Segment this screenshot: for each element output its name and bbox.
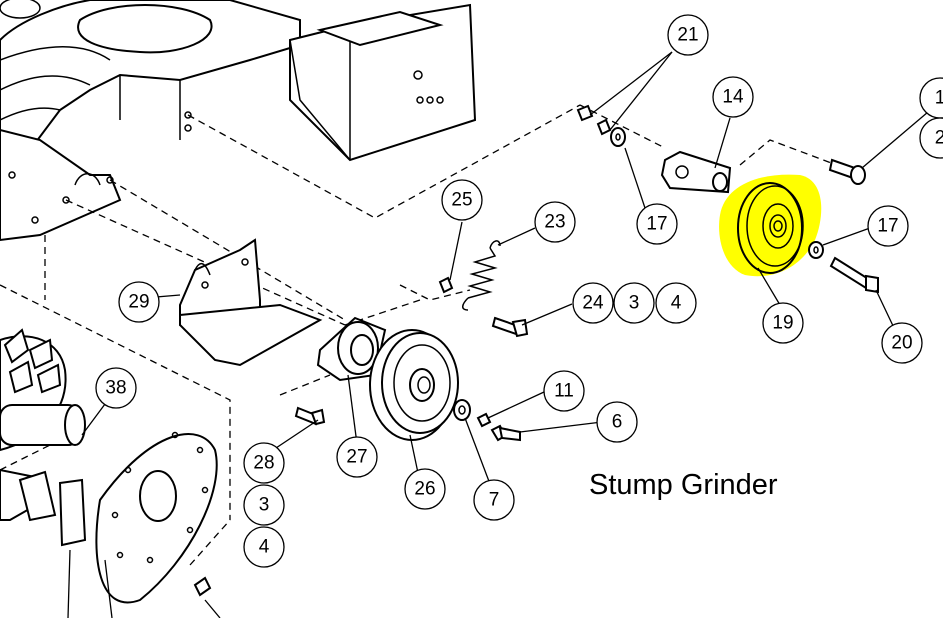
svg-text:17: 17 [877, 216, 898, 237]
svg-text:24: 24 [582, 293, 604, 314]
svg-text:7: 7 [489, 490, 500, 511]
svg-text:23: 23 [544, 212, 565, 233]
svg-text:3: 3 [629, 293, 640, 314]
svg-text:25: 25 [451, 190, 472, 211]
callout-28: 28 [243, 442, 285, 484]
svg-text:27: 27 [346, 447, 367, 468]
callout-17-right: 17 [867, 205, 909, 247]
svg-text:4: 4 [259, 537, 270, 558]
svg-text:14: 14 [722, 87, 744, 108]
callout-21: 21 [667, 14, 709, 56]
callout-bubbles: 21 14 1 2 17 17 19 20 25 23 24 3 4 29 38… [95, 14, 943, 568]
mount-bracket [179, 238, 323, 367]
callout-29: 29 [118, 281, 160, 323]
callout-1: 1 [919, 77, 943, 119]
alignment-lines [0, 104, 851, 566]
svg-text:1: 1 [935, 88, 943, 109]
svg-text:28: 28 [253, 453, 274, 474]
idler-hardware [808, 158, 879, 294]
callout-11: 11 [543, 370, 585, 412]
callout-4-right: 4 [655, 282, 697, 324]
callout-3-left: 3 [243, 484, 285, 526]
callout-3-right: 3 [613, 282, 655, 324]
diagram-caption: Stump Grinder [589, 469, 778, 501]
callout-6: 6 [596, 401, 638, 443]
cutter-rotor [0, 328, 221, 618]
svg-text:21: 21 [677, 25, 698, 46]
callout-2: 2 [919, 117, 943, 159]
svg-text:11: 11 [554, 381, 574, 402]
svg-text:20: 20 [891, 333, 912, 354]
bolt-28 [294, 406, 326, 426]
bearing-flange [316, 316, 387, 382]
callout-19: 19 [762, 302, 804, 344]
bolt-24 [491, 316, 529, 338]
svg-text:38: 38 [105, 378, 126, 399]
idler-arm [576, 104, 732, 194]
svg-text:4: 4 [671, 293, 682, 314]
housing-frame [0, 0, 477, 242]
svg-text:17: 17 [646, 214, 667, 235]
svg-text:29: 29 [128, 292, 149, 313]
callout-25: 25 [441, 179, 483, 221]
drive-pulley [369, 329, 459, 441]
callout-17-left: 17 [636, 203, 678, 245]
svg-text:3: 3 [259, 495, 270, 516]
pulley-hardware [453, 399, 521, 442]
svg-text:19: 19 [772, 313, 793, 334]
callout-23: 23 [534, 201, 576, 243]
callout-26: 26 [404, 468, 446, 510]
idler-pulley-highlighted [719, 174, 822, 277]
svg-text:26: 26 [414, 479, 435, 500]
svg-text:6: 6 [612, 412, 623, 433]
callout-4-left: 4 [243, 526, 285, 568]
callout-14: 14 [712, 76, 754, 118]
tension-spring [438, 240, 501, 311]
callout-27: 27 [336, 436, 378, 478]
callout-20: 20 [881, 322, 923, 364]
callout-7: 7 [473, 479, 515, 521]
callout-38: 38 [95, 367, 137, 409]
svg-text:2: 2 [935, 128, 943, 149]
callout-24: 24 [572, 282, 614, 324]
